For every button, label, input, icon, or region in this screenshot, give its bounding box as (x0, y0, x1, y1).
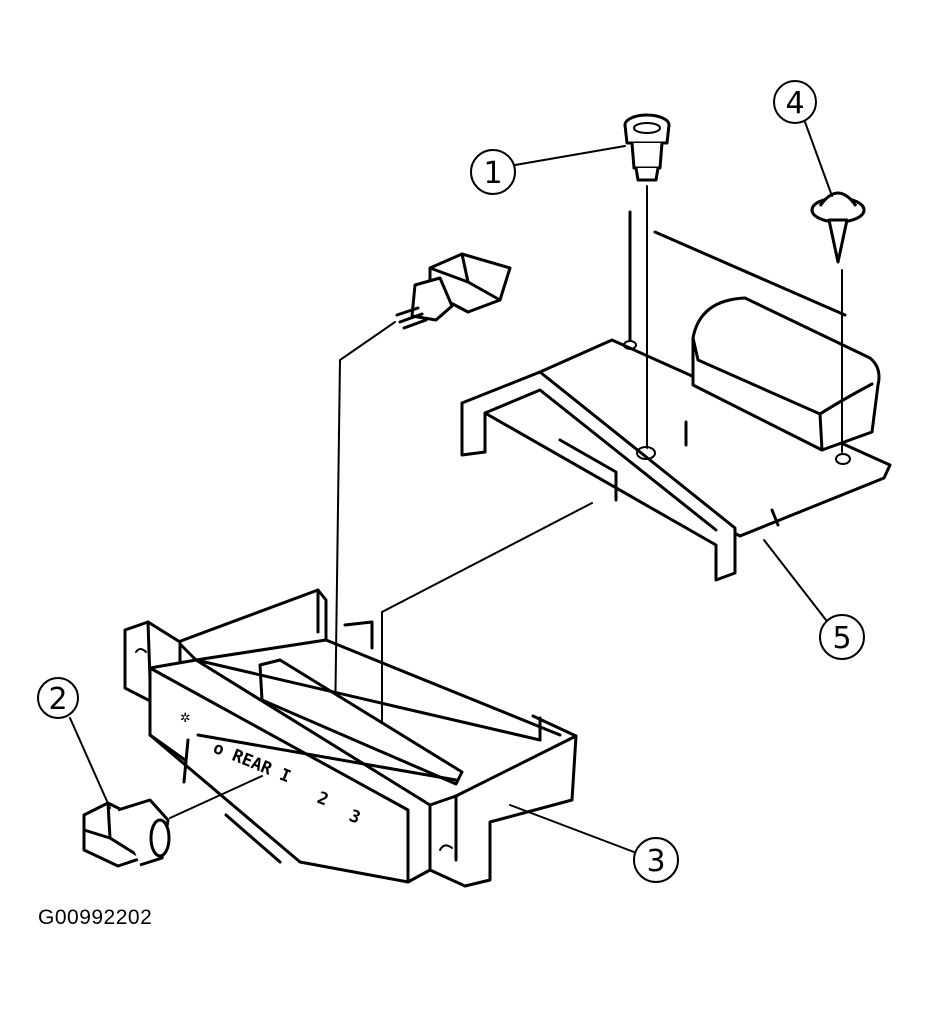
figure-code: G00992202 (38, 906, 153, 929)
control-panel: ✲ o REAR I 2 3 (148, 658, 458, 884)
part-4-screw (810, 191, 866, 453)
callout-3: 3 (509, 804, 679, 883)
part-2-switch (82, 775, 263, 868)
switch-leader (169, 775, 263, 819)
callout-5-label: 5 (832, 621, 851, 656)
callout-1-label: 1 (483, 156, 502, 191)
callout-4: 4 (773, 80, 833, 197)
fan-symbol: ✲ (180, 707, 190, 727)
callout-3-label: 3 (646, 844, 665, 879)
part-1-clip (623, 113, 671, 449)
callout-5: 5 (763, 539, 865, 660)
callout-1: 1 (470, 145, 626, 195)
callout-4-label: 4 (785, 86, 804, 121)
callout-2-label: 2 (48, 682, 67, 717)
harness-connector (334, 252, 593, 729)
part-5-housing (460, 210, 892, 582)
callout-2: 2 (37, 677, 111, 809)
